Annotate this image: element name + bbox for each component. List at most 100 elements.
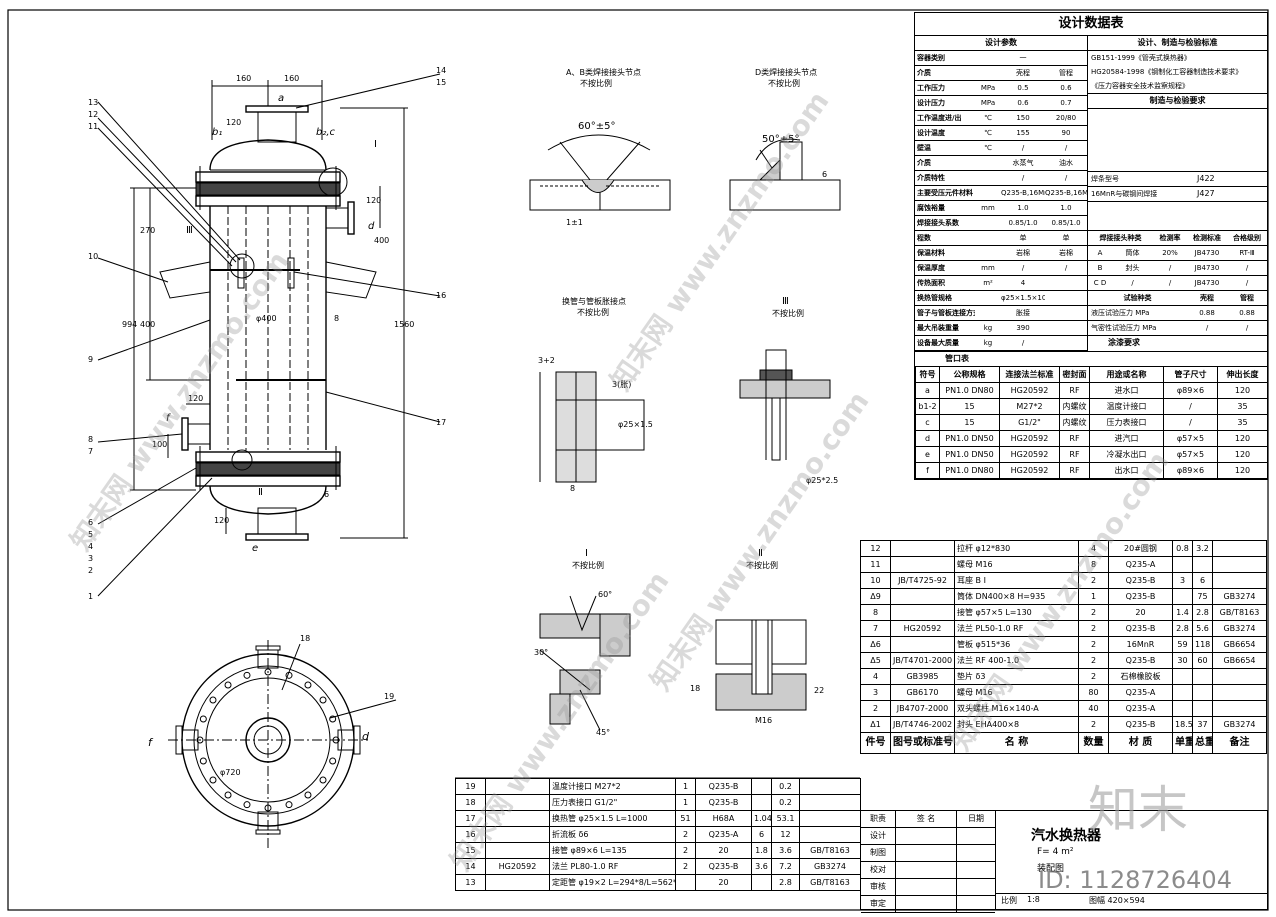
bolt-hole <box>332 736 340 744</box>
detail-ab-weld <box>529 134 671 211</box>
nozzle-cell: 120 <box>1217 462 1268 479</box>
nozzle-cell: 35 <box>1217 414 1268 431</box>
title-date <box>957 862 995 878</box>
paint-req: 涂漆要求 <box>1108 338 1140 347</box>
part-cell: 2 <box>860 700 891 717</box>
callout-9: 9 <box>88 355 94 364</box>
design-row-tube: / <box>1064 144 1068 152</box>
design-row: 壁温℃// <box>915 141 1087 156</box>
dim-400-left: 400 <box>140 320 156 329</box>
nozzle-cell: 进水口 <box>1089 382 1164 399</box>
product-area: F= 4 m² <box>1037 847 1074 857</box>
part-cell: 19 <box>455 778 486 795</box>
nozzle-cell: / <box>1163 414 1218 431</box>
part-cell: JB/T4725-92 <box>890 572 955 589</box>
part-cell: Δ1 <box>860 716 891 733</box>
nozzle-cell: φ57×5 <box>1163 446 1218 463</box>
nozzle-cell: 35 <box>1217 398 1268 415</box>
title-role: 制图 <box>861 845 896 861</box>
scale-label: 比例 <box>1001 896 1017 905</box>
bolt-hole <box>196 736 204 744</box>
dim-270: 270 <box>140 226 156 235</box>
design-row-label: 保温厚度 <box>917 264 945 272</box>
part-cell: 0.8 <box>1172 540 1193 557</box>
nozzle-cell: 15 <box>939 414 1000 431</box>
callout-14: 14 <box>436 66 447 75</box>
design-row-tube: 1.0 <box>1060 204 1072 212</box>
part-cell <box>1172 700 1193 717</box>
part-cell: GB3274 <box>1212 620 1267 637</box>
design-row: 容器类别一 <box>915 51 1087 66</box>
part-cell <box>1172 556 1193 573</box>
callout-3: 3 <box>88 554 94 563</box>
design-row-unit <box>975 186 1001 200</box>
part-cell <box>1172 588 1193 605</box>
title-role-row: 审定 <box>861 896 995 913</box>
part-cell: 2 <box>1078 668 1109 685</box>
bolt-hole <box>199 757 207 765</box>
title-sign <box>896 879 957 895</box>
title-sign <box>896 862 957 878</box>
title-role-row: 制图 <box>861 845 995 862</box>
part-cell <box>1192 700 1213 717</box>
design-row-unit <box>975 66 1001 80</box>
part-cell: 4 <box>860 668 891 685</box>
nozzle-cell: RF <box>1059 430 1090 447</box>
callout-13: 13 <box>88 98 99 107</box>
detail-iii-title: Ⅲ <box>782 296 789 307</box>
bolt-hole <box>329 715 337 723</box>
nozzle-a-label: a <box>278 93 285 104</box>
detail-ii <box>715 619 807 711</box>
part-cell: 10 <box>860 572 891 589</box>
part-cell: 温度计接口 M27*2 <box>549 778 676 795</box>
part-cell: Δ6 <box>860 636 891 653</box>
part-cell: 30 <box>1172 652 1193 669</box>
detail-d-dim: 6 <box>822 170 828 179</box>
dim-160-right: 160 <box>284 74 300 83</box>
title-sign: 签 名 <box>896 811 957 827</box>
callout-10: 10 <box>88 252 99 261</box>
dim-120-f: 120 <box>188 394 204 403</box>
ndt-name: / <box>1131 279 1134 287</box>
title-sign <box>896 896 957 912</box>
part-cell: 2.8 <box>771 874 800 891</box>
dim-400-right: 400 <box>374 236 390 245</box>
test-row: 气密性试验压力 MPa// <box>1088 321 1267 336</box>
weld-title: 制造与检验要求 <box>1088 94 1267 109</box>
part-cell: 3 <box>860 684 891 701</box>
detail-iii <box>739 349 831 461</box>
bolt-hole <box>319 696 327 704</box>
part-cell: 1.04 <box>751 810 772 827</box>
design-row-unit: mm <box>981 264 995 272</box>
parts-header-cell: 备注 <box>1212 732 1267 754</box>
bolt-hole <box>319 776 327 784</box>
part-cell <box>1192 556 1213 573</box>
design-row-label: 工作压力 <box>917 84 945 92</box>
detail-ii-dim2: 22 <box>814 686 825 695</box>
design-table-title: 设计数据表 <box>915 13 1267 36</box>
part-cell: Q235-A <box>1108 556 1173 573</box>
dim-120-bottom: 120 <box>214 516 230 525</box>
design-row-label: 保温材料 <box>917 249 945 257</box>
title-sign <box>896 845 957 861</box>
id-text: ID: 1128726404 <box>1038 866 1232 894</box>
test-h-kind: 试验种类 <box>1123 294 1152 302</box>
parts-header-cell: 总重 <box>1192 732 1213 754</box>
ndt-rate: / <box>1168 279 1172 287</box>
part-cell: 2 <box>1078 604 1109 621</box>
part-cell: GB/T8163 <box>799 842 861 859</box>
bolt-hole <box>285 801 293 809</box>
detail-mark-i: I <box>374 139 377 150</box>
std-3: 《压力容器安全技术监察规程》 <box>1088 79 1267 94</box>
scale-value: 1:8 <box>1027 895 1040 904</box>
design-row-label: 设计温度 <box>917 129 945 137</box>
title-role-row: 校对 <box>861 862 995 879</box>
